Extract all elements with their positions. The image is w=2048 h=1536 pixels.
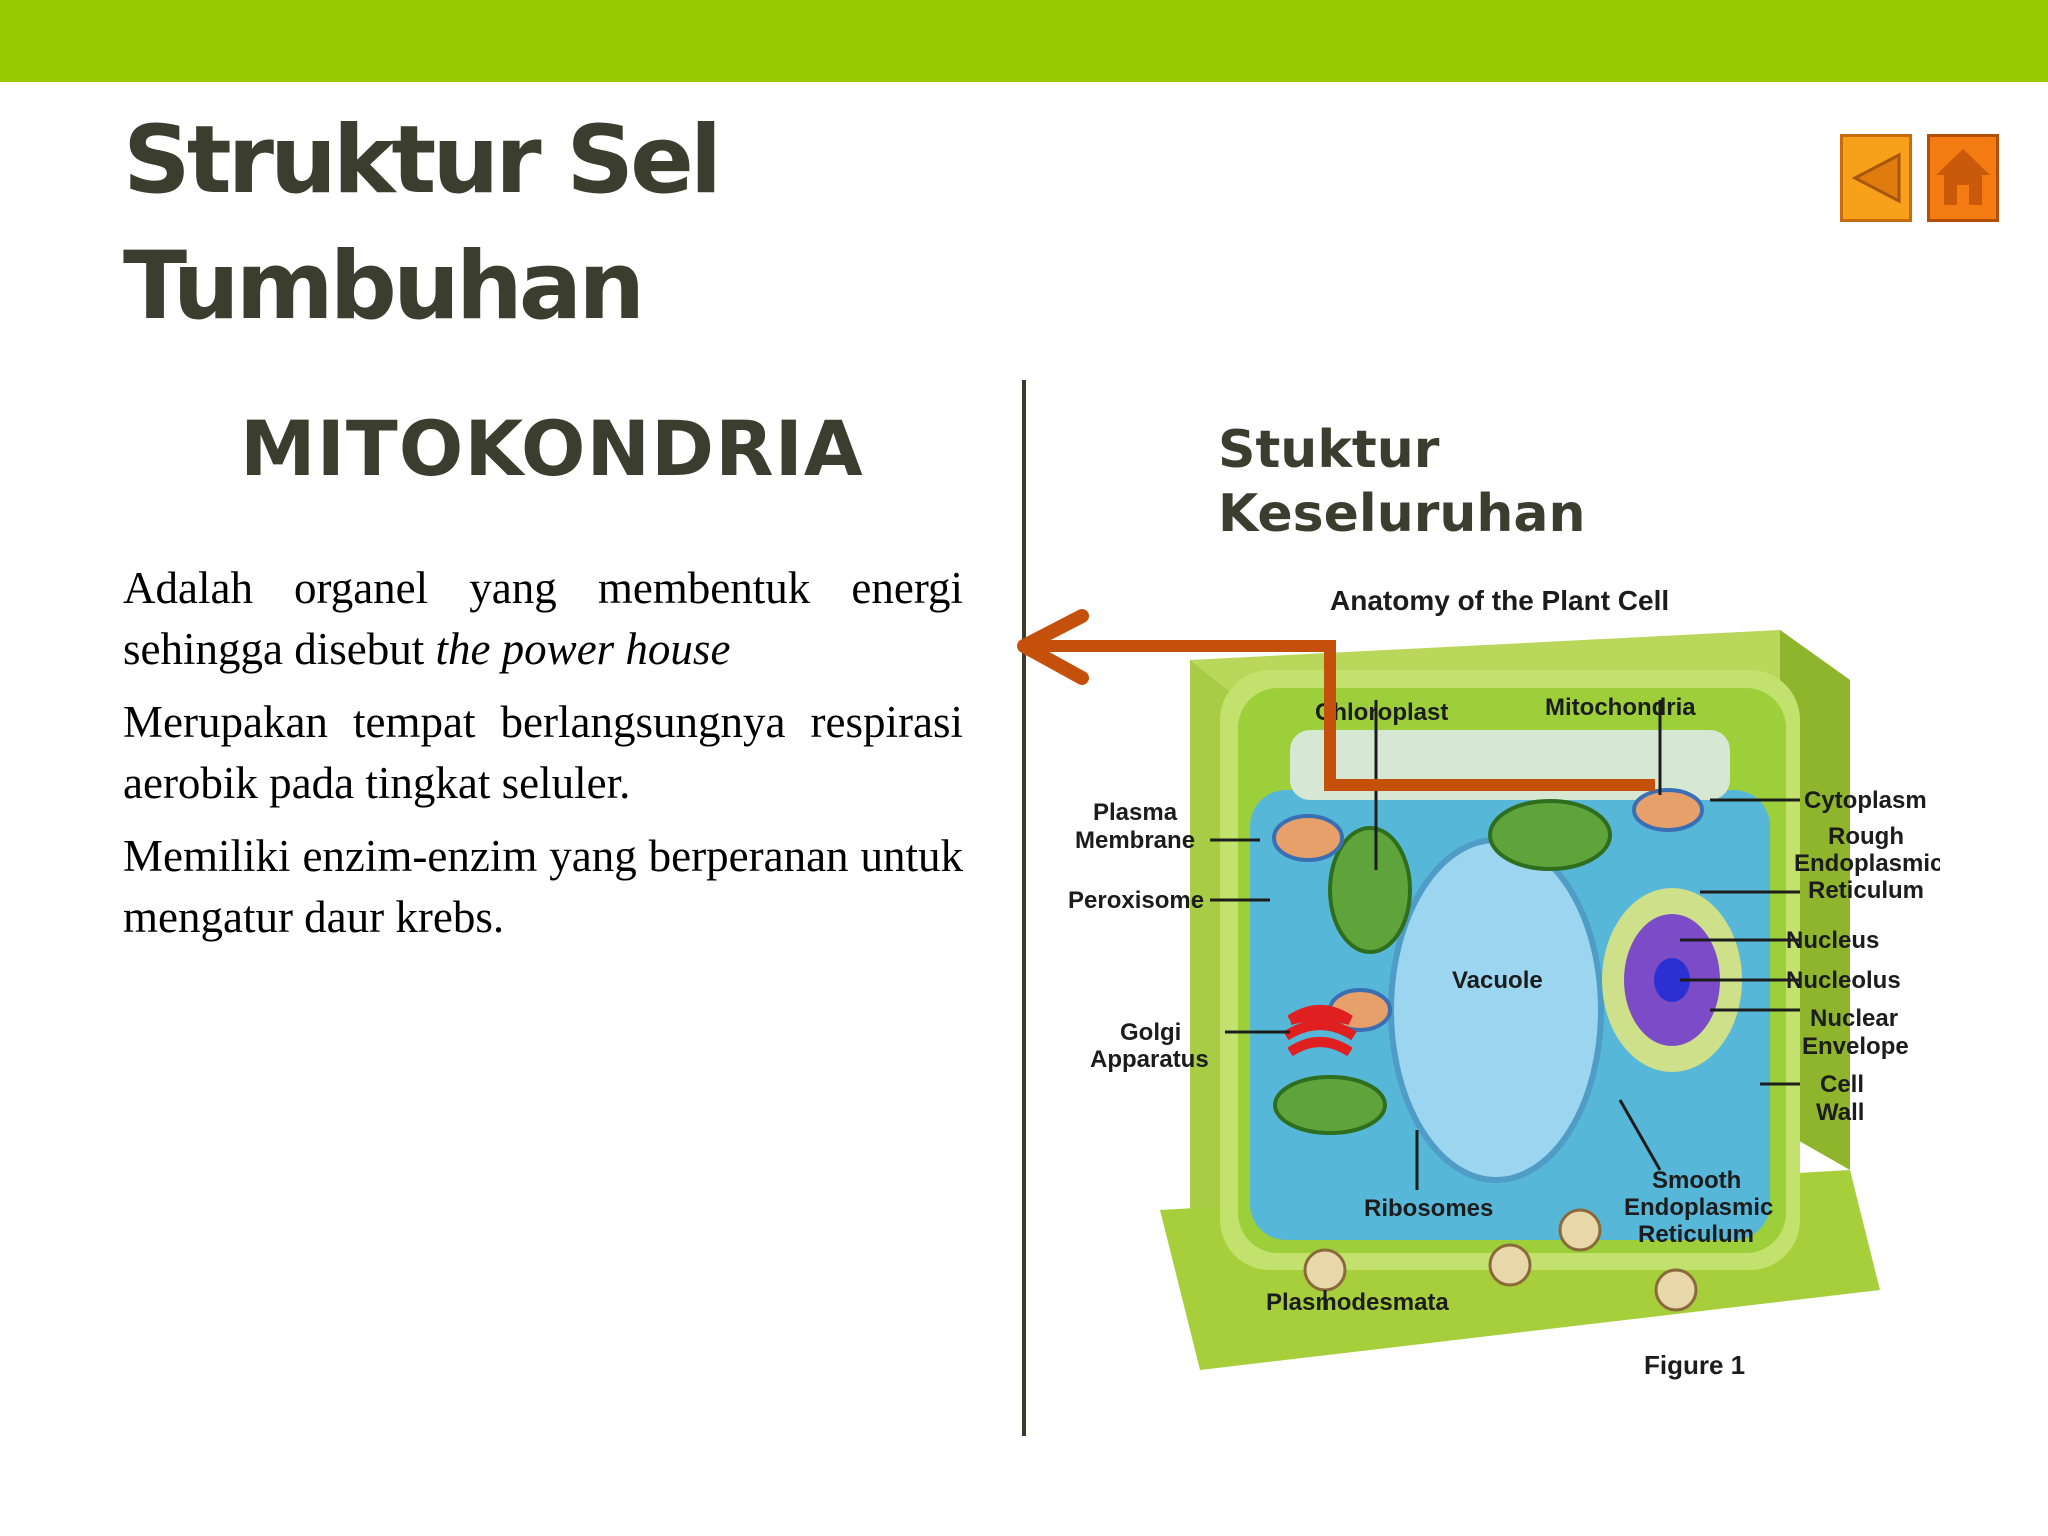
label-smooth-er-2: Endoplasmic bbox=[1624, 1194, 1773, 1221]
paragraph-2: Merupakan tempat berlangsungnya respiras… bbox=[123, 697, 963, 808]
label-vacuole: Vacuole bbox=[1452, 967, 1543, 994]
vacuole bbox=[1388, 837, 1604, 1183]
label-rough-er-1: Rough bbox=[1828, 823, 1904, 850]
label-smooth-er-1: Smooth bbox=[1652, 1167, 1741, 1194]
title-line-2: Tumbuhan bbox=[123, 232, 645, 341]
label-plasma-membrane-2: Membrane bbox=[1075, 827, 1195, 854]
chloroplast bbox=[1488, 799, 1612, 871]
chloroplast bbox=[1273, 1075, 1387, 1135]
right-heading: Stuktur Keseluruhan bbox=[1218, 420, 1586, 544]
home-button[interactable] bbox=[1927, 134, 1999, 222]
plant-cell-figure: Anatomy of the Plant Cell bbox=[1060, 570, 1943, 1400]
body-text: Adalah organel yang membentuk energi seh… bbox=[123, 558, 963, 960]
chloroplast bbox=[1328, 826, 1412, 954]
title-line-1: Struktur Sel bbox=[123, 106, 722, 215]
slide-title: Struktur Sel Tumbuhan bbox=[123, 98, 722, 350]
label-nucleolus: Nucleolus bbox=[1786, 967, 1901, 994]
back-button[interactable] bbox=[1840, 134, 1912, 222]
label-rough-er-3: Reticulum bbox=[1808, 877, 1924, 904]
column-divider bbox=[1022, 380, 1026, 1436]
label-peroxisome: Peroxisome bbox=[1068, 887, 1204, 914]
plasmodesma bbox=[1488, 1243, 1532, 1287]
label-ribosomes: Ribosomes bbox=[1364, 1195, 1493, 1222]
mitochondrion bbox=[1632, 788, 1704, 832]
plasmodesma bbox=[1303, 1248, 1347, 1292]
label-plasmodesmata: Plasmodesmata bbox=[1266, 1289, 1449, 1316]
house-icon bbox=[1936, 149, 1990, 205]
triangle-left-icon bbox=[1851, 152, 1901, 204]
figure-caption: Figure 1 bbox=[1644, 1350, 1745, 1380]
golgi-apparatus bbox=[1283, 1005, 1357, 1057]
left-heading: MITOKONDRIA bbox=[240, 404, 864, 493]
paragraph-1: Adalah organel yang membentuk energi seh… bbox=[123, 563, 963, 674]
italic-phrase: the power house bbox=[435, 624, 731, 674]
label-mitochondria: Mitochondria bbox=[1545, 694, 1696, 721]
label-chloroplast: Chloroplast bbox=[1315, 699, 1448, 726]
plasmodesma bbox=[1654, 1268, 1698, 1312]
label-nuclear-envelope-1: Nuclear bbox=[1810, 1005, 1898, 1032]
label-golgi-1: Golgi bbox=[1120, 1019, 1181, 1046]
label-rough-er-2: Endoplasmic bbox=[1794, 850, 1940, 877]
label-golgi-2: Apparatus bbox=[1090, 1046, 1209, 1073]
paragraph-3: Memiliki enzim-enzim yang berperanan unt… bbox=[123, 831, 963, 942]
label-cell-wall-2: Wall bbox=[1816, 1099, 1864, 1126]
label-nucleus: Nucleus bbox=[1786, 927, 1879, 954]
figure-title: Anatomy of the Plant Cell bbox=[1330, 585, 1669, 616]
label-smooth-er-3: Reticulum bbox=[1638, 1221, 1754, 1248]
label-nuclear-envelope-2: Envelope bbox=[1802, 1033, 1909, 1060]
mitochondrion bbox=[1272, 814, 1344, 862]
nucleolus bbox=[1654, 958, 1690, 1002]
top-accent-bar bbox=[0, 0, 2048, 82]
plasmodesma bbox=[1558, 1208, 1602, 1252]
label-cytoplasm: Cytoplasm bbox=[1804, 787, 1927, 814]
label-plasma-membrane-1: Plasma bbox=[1093, 799, 1178, 826]
label-cell-wall-1: Cell bbox=[1820, 1071, 1864, 1098]
